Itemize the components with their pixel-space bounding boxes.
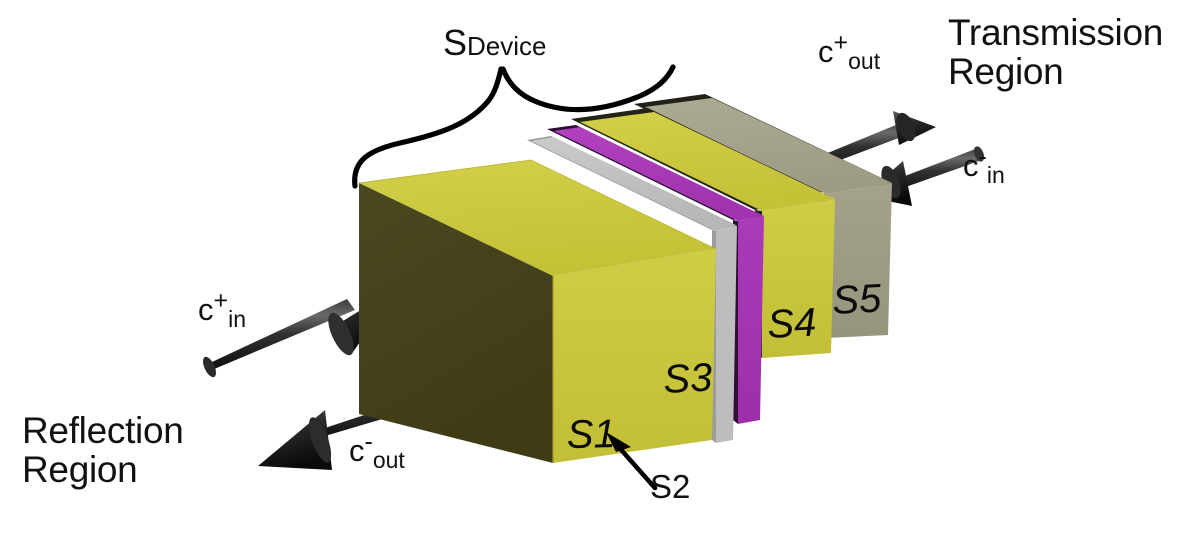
c-out-minus-base: c xyxy=(349,433,365,468)
c-in-plus-superscript: + xyxy=(213,286,229,315)
wave-label-c-in-minus: c-in xyxy=(963,144,1005,187)
label-s1: S1 xyxy=(566,412,616,457)
reflection-region-line2: Region xyxy=(22,448,138,490)
s-device-subscript: Device xyxy=(467,31,547,61)
c-in-minus-base: c xyxy=(963,148,979,183)
c-in-plus-subscript: in xyxy=(228,306,247,333)
label-s3: S3 xyxy=(662,355,713,402)
label-s4: S4 xyxy=(766,300,817,347)
layer-s3 xyxy=(547,125,764,424)
transmission-region-line2: Region xyxy=(948,50,1064,92)
c-out-plus-superscript: + xyxy=(833,28,849,57)
c-in-plus-base: c xyxy=(198,292,214,327)
wave-label-c-out-plus: c+out xyxy=(818,30,880,73)
layer-face-labels: S1 S3 S4 S5 xyxy=(566,276,883,457)
reflection-region-line1: Reflection xyxy=(22,410,184,451)
c-out-minus-subscript: out xyxy=(372,447,405,474)
c-out-minus-superscript: - xyxy=(364,427,373,456)
layer-s1 xyxy=(358,159,717,463)
c-in-minus-superscript: - xyxy=(978,142,987,171)
s2-callout-arrow xyxy=(606,432,658,491)
wave-label-c-in-plus: c+in xyxy=(198,288,246,331)
c-in-minus-subscript: in xyxy=(986,162,1005,189)
transmission-region-label: Transmission Region xyxy=(948,12,1164,92)
c-out-plus-subscript: out xyxy=(848,48,881,75)
s-device-base: S xyxy=(443,22,468,63)
c-out-plus-base: c xyxy=(818,34,834,69)
s2-callout-label: S2 xyxy=(650,468,691,505)
transmission-region-line1: Transmission xyxy=(948,12,1164,53)
layer-s4 xyxy=(571,108,835,358)
label-s5: S5 xyxy=(831,276,883,323)
wave-label-c-out-minus: c-out xyxy=(349,429,405,472)
s-device-brace xyxy=(352,64,676,189)
reflection-region-label: Reflection Region xyxy=(22,410,184,490)
s-device-label: SDevice xyxy=(443,24,547,62)
